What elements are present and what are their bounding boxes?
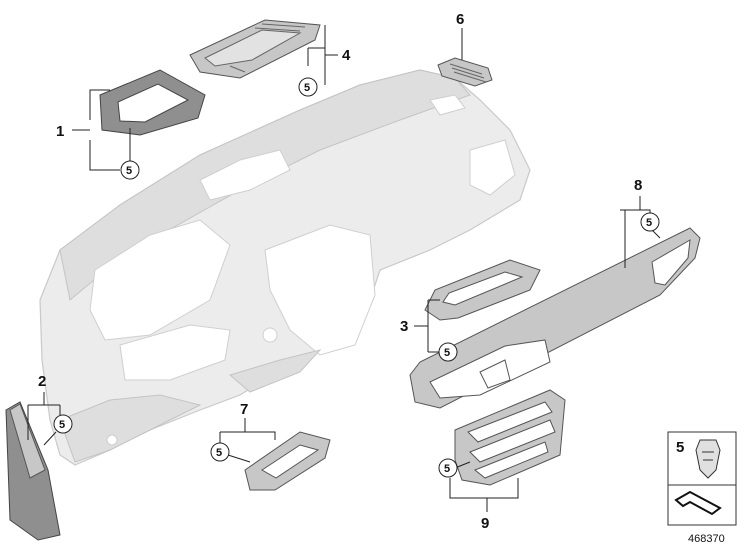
subref-5-part-7: 5 [210,442,230,462]
callout-2: 2 [38,373,46,390]
callout-9: 9 [481,515,489,532]
subref-label: 5 [216,447,222,459]
part-1-frame-trim [99,69,206,136]
callout-3: 3 [400,318,408,335]
legend-label: 5 [676,439,684,456]
subref-5-part-3: 5 [438,342,458,362]
subref-label: 5 [444,463,450,475]
part-9-lower-center-trim [454,389,566,486]
part-8-decor-strip [409,227,701,409]
part-3-small-frame [424,259,541,321]
subref-5-part-1: 5 [120,160,140,180]
subref-5-part-4: 5 [298,77,318,97]
part-6-small-vent [437,57,493,87]
document-number: 468370 [688,533,725,545]
subref-label: 5 [646,217,652,229]
clip-icon [695,439,721,479]
subref-5-part-2: 5 [53,414,73,434]
callout-1: 1 [56,123,64,140]
subref-label: 5 [126,165,132,177]
subref-label: 5 [304,82,310,94]
subref-label: 5 [59,419,65,431]
callout-7: 7 [240,401,248,418]
subref-label: 5 [444,347,450,359]
callout-4: 4 [342,47,351,64]
bracket-icon [674,490,722,516]
dashboard-carrier [39,69,531,466]
subref-5-part-9: 5 [438,458,458,478]
legend-box: 5 [667,431,737,526]
part-4-center-cover [189,19,321,79]
callout-6: 6 [456,11,464,28]
callout-8: 8 [634,177,642,194]
part-7-bottom-frame [244,431,331,491]
part-2-side-panel [5,401,61,541]
subref-5-part-8: 5 [640,212,660,232]
